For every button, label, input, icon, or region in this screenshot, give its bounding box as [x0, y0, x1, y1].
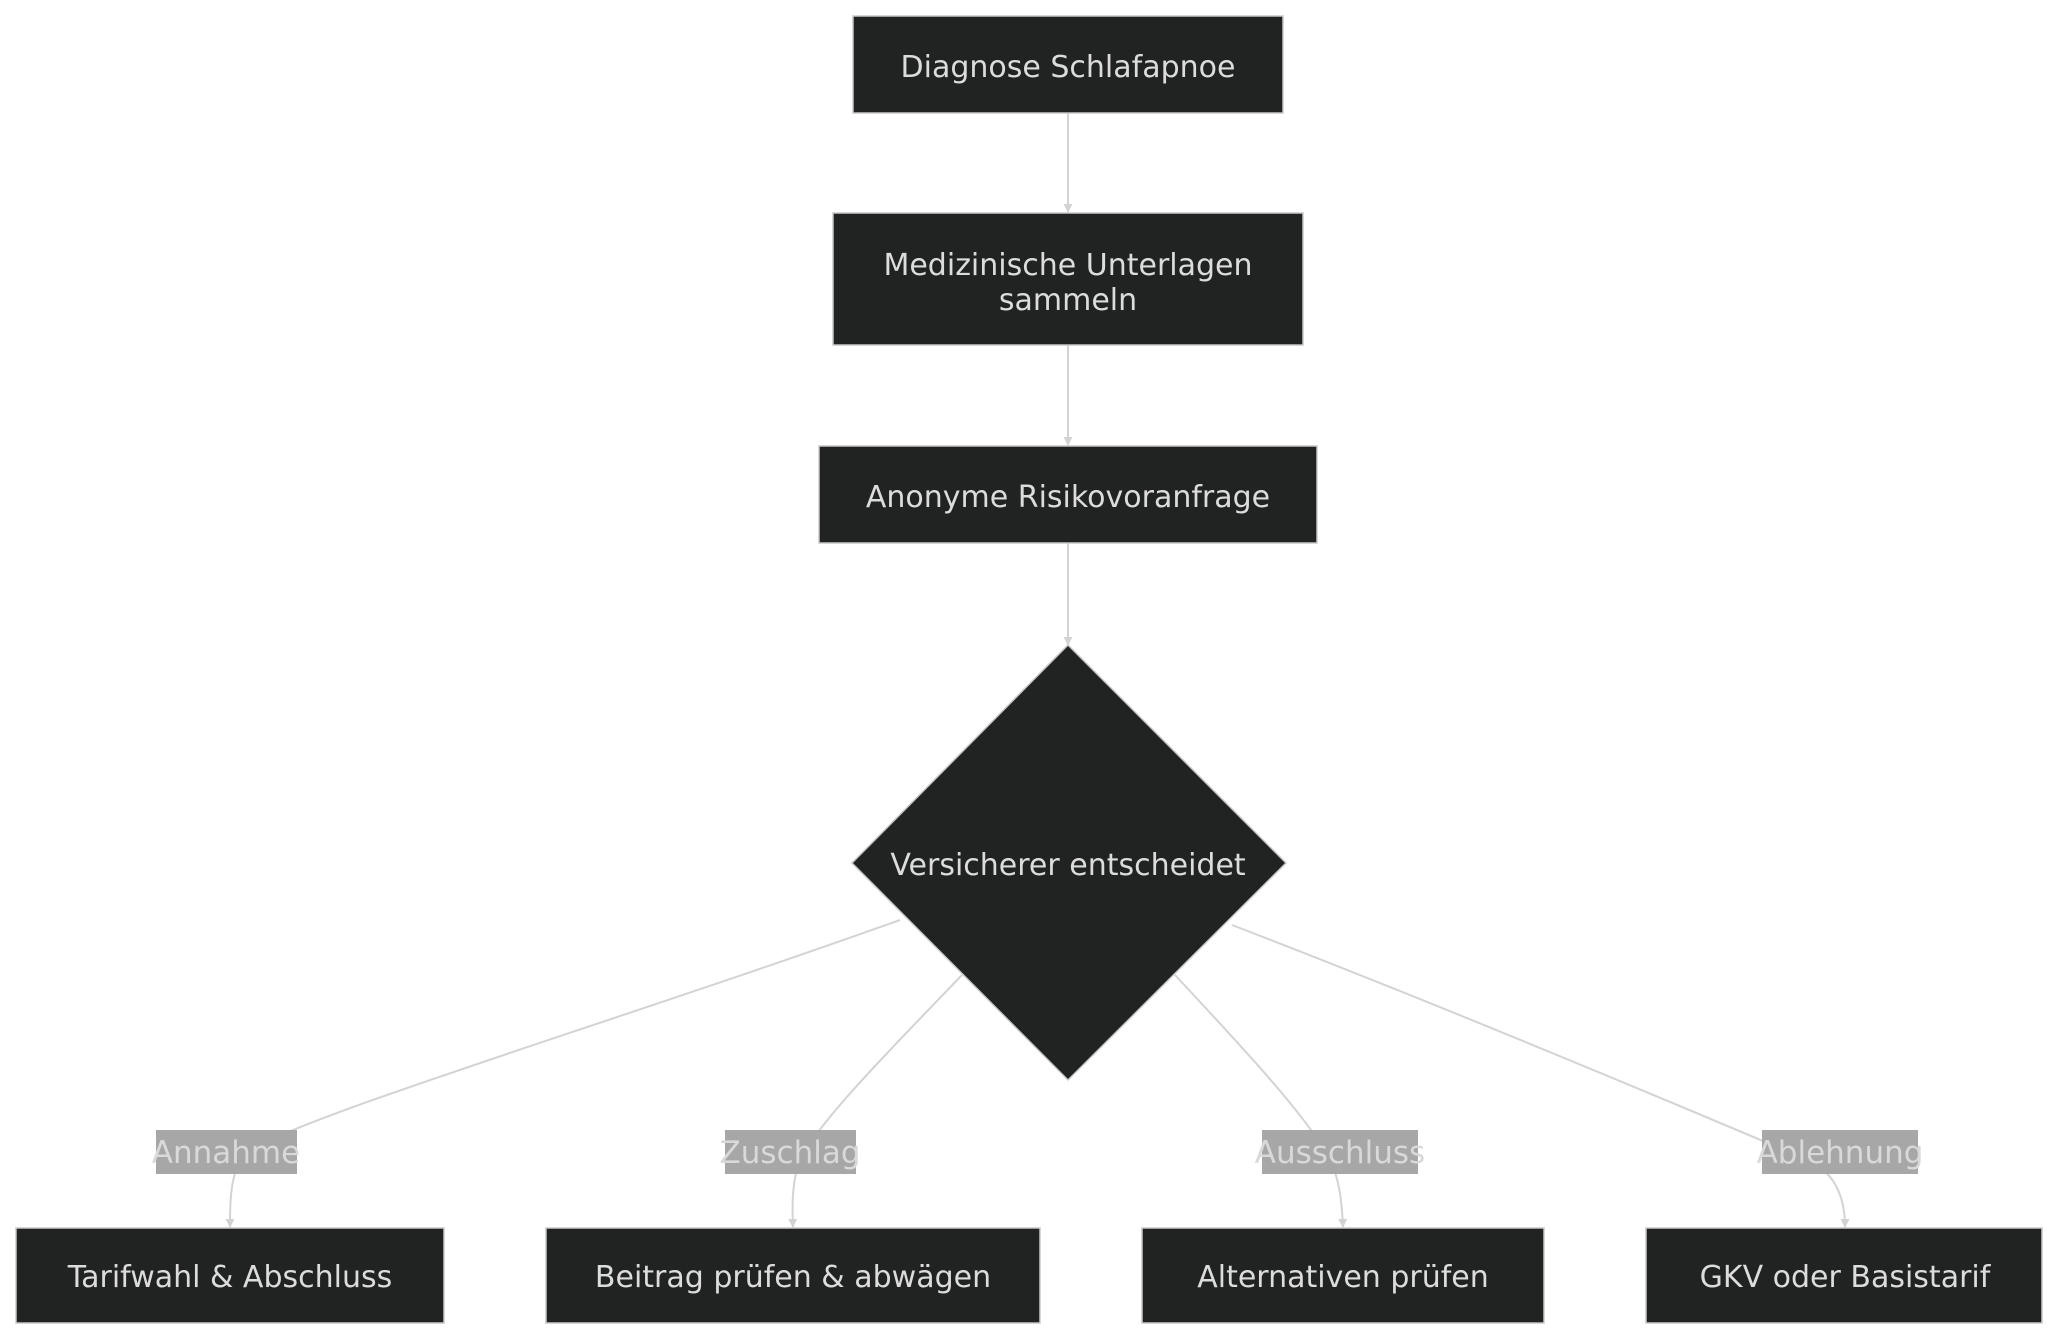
node-unterlagen-label-line2: sammeln: [999, 283, 1137, 318]
node-alternativen-label: Alternativen prüfen: [1197, 1260, 1489, 1295]
edge-label-ausschluss-text: Ausschluss: [1255, 1135, 1425, 1171]
node-voranfrage-label: Anonyme Risikovoranfrage: [866, 480, 1270, 515]
node-beitrag: Beitrag prüfen & abwägen: [545, 1227, 1041, 1324]
node-entscheidung: Versicherer entscheidet: [850, 643, 1288, 1082]
node-unterlagen-label-line1: Medizinische Unterlagen: [883, 248, 1252, 283]
node-gkv-label: GKV oder Basistarif: [1700, 1260, 1992, 1295]
edge-label-zuschlag: Zuschlag: [719, 1130, 861, 1174]
nodes: Diagnose Schlafapnoe Medizinische Unterl…: [15, 15, 2043, 1324]
node-gkv: GKV oder Basistarif: [1645, 1227, 2043, 1324]
node-entscheidung-label: Versicherer entscheidet: [890, 848, 1246, 883]
edge-label-zuschlag-text: Zuschlag: [719, 1135, 860, 1171]
edge-ausschluss: [1174, 974, 1348, 1228]
node-diagnose-label: Diagnose Schlafapnoe: [901, 50, 1236, 85]
edge-annahme: [225, 919, 901, 1228]
edge-label-annahme: Annahme: [152, 1130, 300, 1174]
node-alternativen: Alternativen prüfen: [1141, 1227, 1545, 1324]
node-tarifwahl-label: Tarifwahl & Abschluss: [67, 1260, 393, 1295]
node-unterlagen: Medizinische Unterlagen sammeln: [832, 212, 1304, 346]
node-beitrag-label: Beitrag prüfen & abwägen: [595, 1260, 991, 1295]
edge-label-annahme-text: Annahme: [152, 1135, 300, 1171]
edge-labels: Annahme Zuschlag Ausschluss Ablehnung: [152, 1130, 1924, 1174]
node-voranfrage: Anonyme Risikovoranfrage: [818, 445, 1318, 544]
node-tarifwahl: Tarifwahl & Abschluss: [15, 1227, 445, 1324]
edge-zuschlag: [788, 974, 963, 1228]
edge-ablehnung: [1231, 924, 1850, 1228]
edge-label-ausschluss: Ausschluss: [1255, 1130, 1425, 1174]
node-diagnose: Diagnose Schlafapnoe: [852, 15, 1284, 114]
edge-label-ablehnung: Ablehnung: [1757, 1130, 1924, 1174]
edge-label-ablehnung-text: Ablehnung: [1757, 1135, 1924, 1171]
